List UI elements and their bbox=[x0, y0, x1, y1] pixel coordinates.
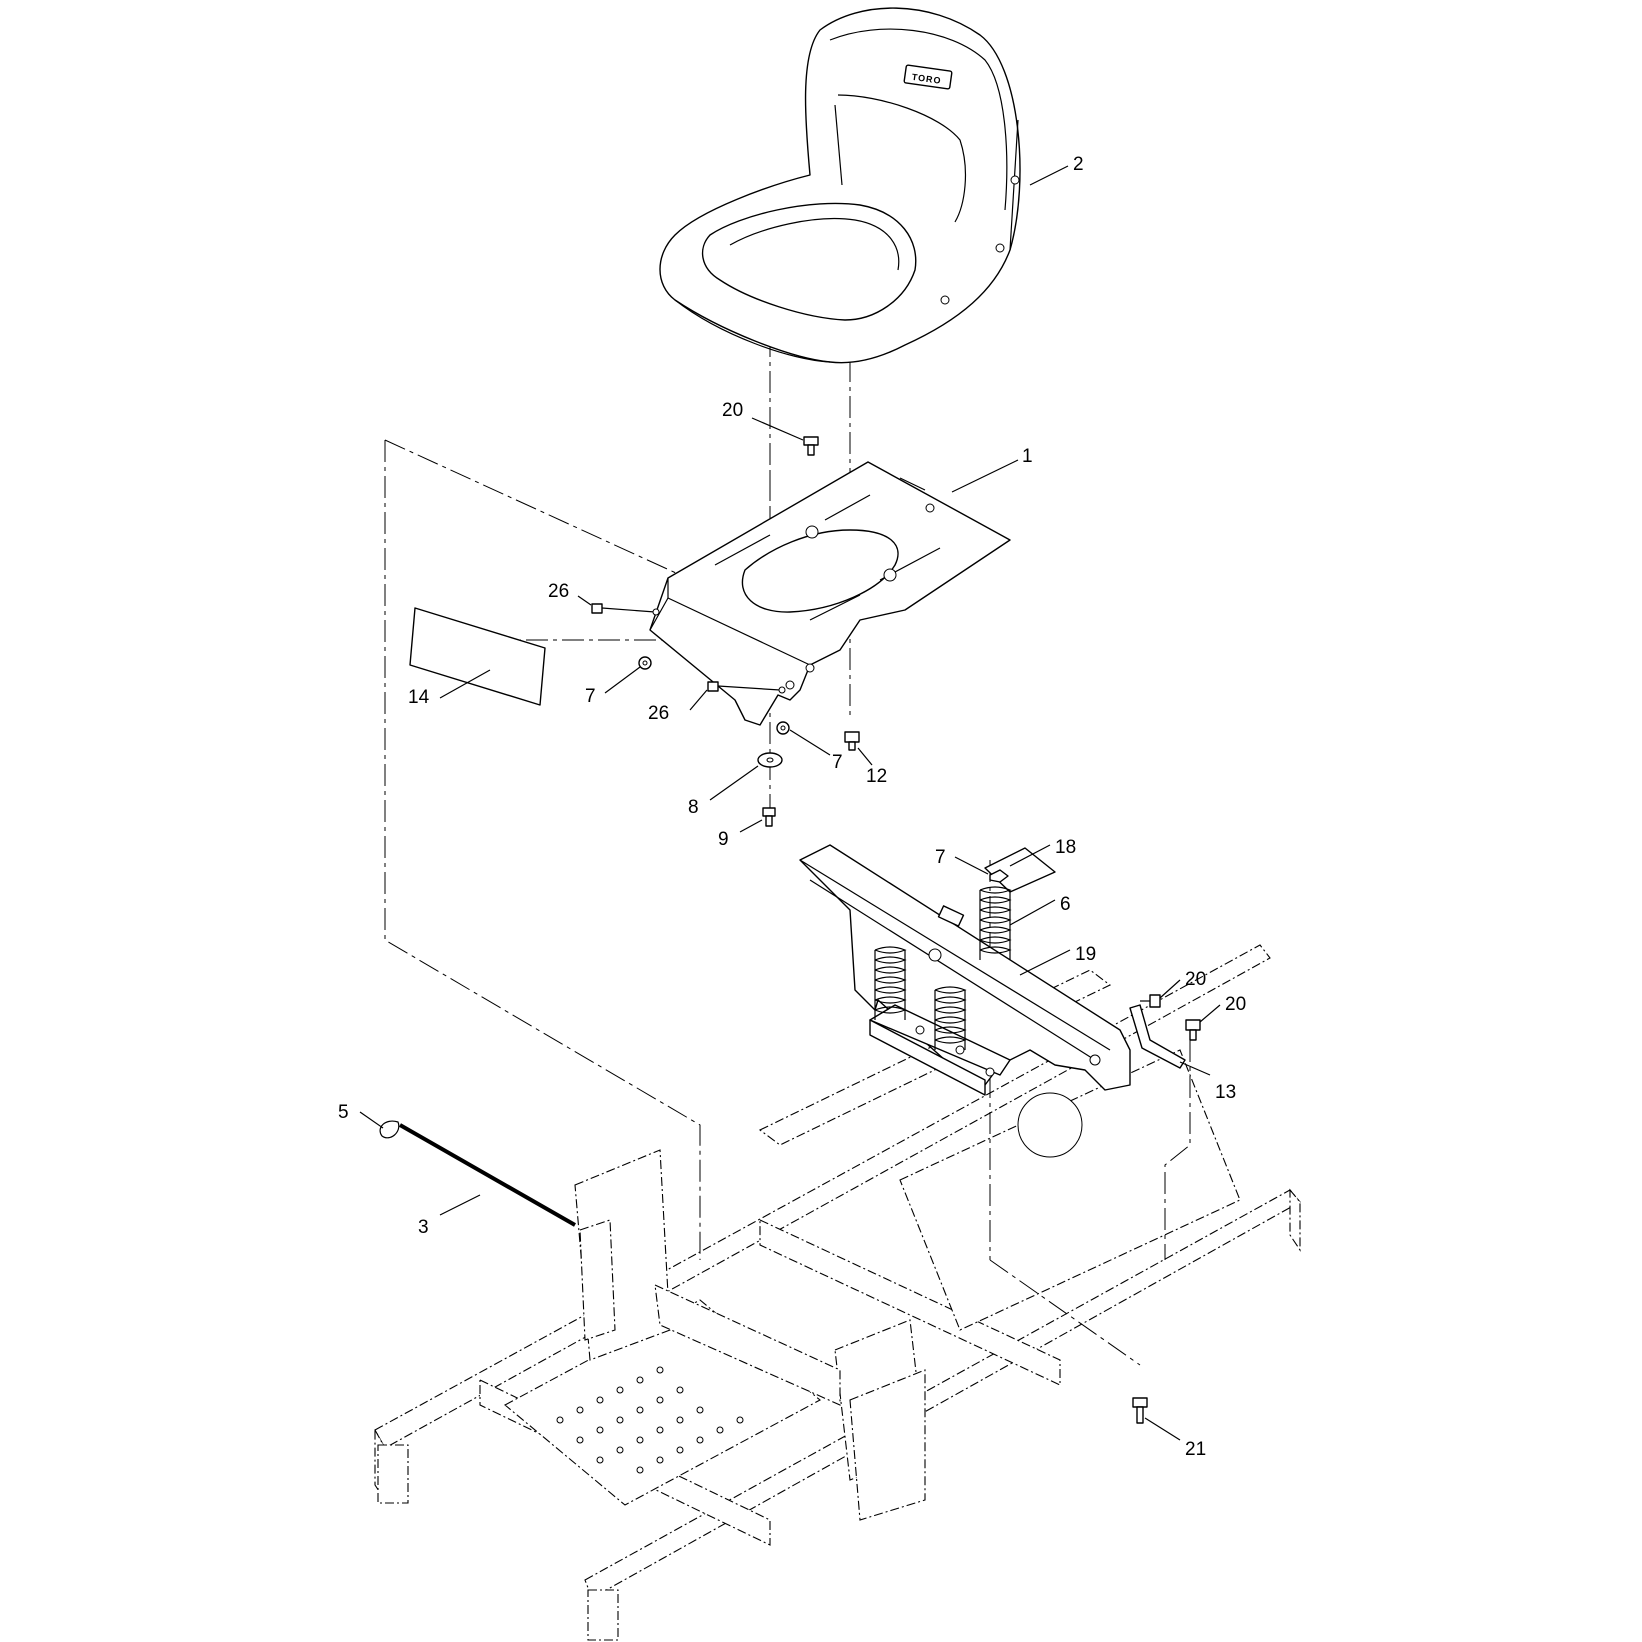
mower-frame bbox=[374, 944, 1301, 1641]
seat: TORO bbox=[659, 7, 1021, 364]
callout-5: 5 bbox=[338, 1102, 349, 1123]
callout-2: 2 bbox=[1073, 154, 1084, 175]
callout-6: 6 bbox=[1060, 894, 1071, 915]
springs bbox=[874, 886, 1012, 1050]
callout-7-left: 7 bbox=[585, 686, 596, 707]
callout-12: 12 bbox=[866, 766, 887, 787]
callouts: 2 20 1 26 7 14 26 7 12 8 9 7 18 6 19 20 … bbox=[338, 154, 1246, 1460]
callout-7-plate: 7 bbox=[832, 752, 843, 773]
callout-8: 8 bbox=[688, 797, 699, 818]
callout-3: 3 bbox=[418, 1217, 429, 1238]
callout-26-lower: 26 bbox=[648, 703, 669, 724]
callout-9: 9 bbox=[718, 829, 729, 850]
hardware bbox=[379, 436, 1201, 1424]
seat-logo: TORO bbox=[911, 72, 942, 86]
callout-7-spring: 7 bbox=[935, 847, 946, 868]
callout-14: 14 bbox=[408, 687, 430, 708]
callout-21: 21 bbox=[1185, 1439, 1206, 1460]
callout-20-mid: 20 bbox=[1185, 969, 1206, 990]
callout-1: 1 bbox=[1022, 446, 1033, 467]
callout-13: 13 bbox=[1215, 1082, 1236, 1103]
callout-18: 18 bbox=[1055, 837, 1076, 858]
deck-holes bbox=[556, 1366, 744, 1474]
decal-14 bbox=[409, 607, 546, 706]
callout-20-top: 20 bbox=[722, 400, 743, 421]
leader-lines bbox=[359, 165, 1221, 1441]
suspension-assembly bbox=[799, 844, 1186, 1096]
callout-26-upper: 26 bbox=[548, 581, 569, 602]
bracket-13 bbox=[1129, 1004, 1186, 1069]
seat-plate bbox=[649, 461, 1011, 726]
callout-20-right: 20 bbox=[1225, 994, 1246, 1015]
callout-19: 19 bbox=[1075, 944, 1096, 965]
decal-18 bbox=[984, 847, 1056, 893]
